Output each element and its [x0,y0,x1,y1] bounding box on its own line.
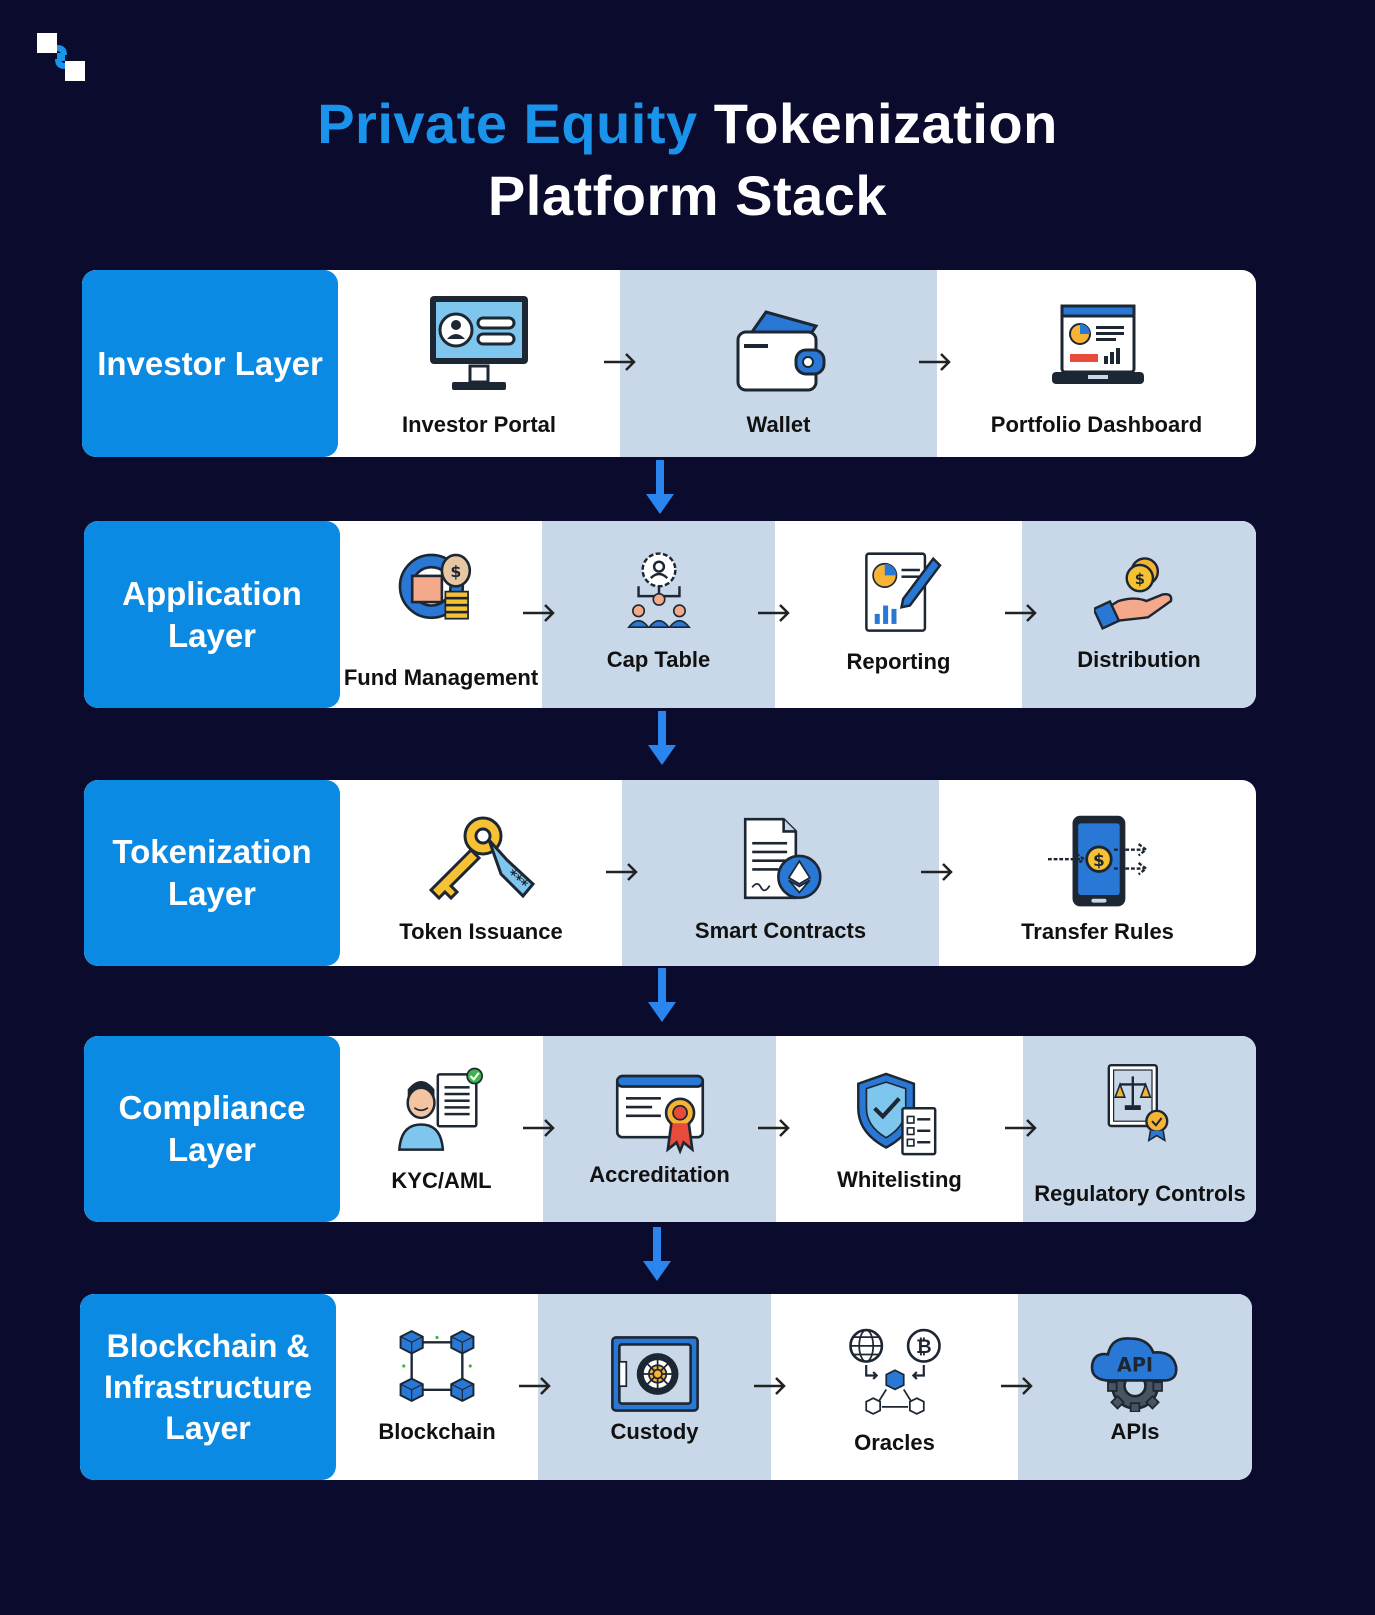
report-chart-icon [864,552,942,632]
arrow-right-icon [1001,1377,1033,1395]
compliance-layer: Compliance Layer KYC/AML [84,1036,1256,1222]
layer-label: Investor Layer [82,270,338,457]
item-label: Custody [610,1419,699,1444]
item-label: Transfer Rules [1021,919,1174,944]
item-label: Reporting [846,649,951,674]
arrow-right-icon [519,1377,551,1395]
phone-dollar-icon: $ [1047,815,1148,907]
distribution-card: $ Distribution [1022,521,1256,708]
arrow-right-icon [758,604,790,622]
contract-ethereum-icon [743,817,822,900]
arrow-right-icon [1005,604,1037,622]
monitor-profile-icon [430,296,528,390]
arrow-down-icon [643,1227,671,1281]
vault-icon [610,1336,699,1412]
cloud-api-icon: API [1090,1337,1178,1412]
svg-text:$: $ [1093,851,1105,871]
layer-label: Compliance Layer [84,1036,340,1222]
arrow-right-icon [921,863,953,881]
transfer-rules-card: $ Transfer Rules [939,780,1256,966]
blockchain-cubes-icon [399,1330,475,1402]
layer-label: Tokenization Layer [84,780,340,966]
arrow-right-icon [754,1377,786,1395]
key-tag-icon: *** [428,816,536,901]
item-label: Accreditation [589,1162,730,1187]
wallet-icon [736,310,825,392]
scales-badge-icon [1107,1064,1169,1142]
page-title: Private Equity Tokenization Platform Sta… [0,88,1375,232]
item-label: Investor Portal [401,412,557,437]
svg-text:₿: ₿ [915,1335,931,1358]
fund-management-card: $ Fund Management [340,521,542,708]
title-rest: Tokenization [713,92,1058,155]
smart-contracts-card: Smart Contracts [622,780,939,966]
arrow-down-icon [646,460,674,514]
svg-text:$: $ [450,562,461,581]
reporting-card: Reporting [775,521,1022,708]
arrow-right-icon [758,1119,790,1137]
item-label: Regulatory Controls [1034,1181,1246,1206]
item-label: Whitelisting [837,1167,962,1192]
tokenization-layer: Tokenization Layer *** Token Issuance [84,780,1256,966]
investor-portal-card: Investor Portal [338,270,620,457]
investor-layer: Investor Layer Investor Portal [82,270,1256,457]
arrow-down-icon [648,968,676,1022]
item-label: Smart Contracts [694,918,867,943]
arrow-right-icon [523,604,555,622]
laptop-dashboard-icon [1051,304,1144,384]
arrow-right-icon [604,353,636,371]
item-label: Portfolio Dashboard [990,412,1203,437]
person-document-icon [397,1067,483,1151]
cap-table-card: Cap Table [542,521,775,708]
custody-card: Custody [538,1294,771,1480]
arrow-right-icon [523,1119,555,1137]
title-accent: Private Equity [317,92,698,155]
whitelisting-card: Whitelisting [776,1036,1023,1222]
regulatory-controls-card: Regulatory Controls [1023,1036,1256,1222]
gear-money-icon: $ [398,553,472,620]
arrow-down-icon [648,711,676,765]
layer-label: Blockchain & Infrastructure Layer [80,1294,336,1480]
arrow-right-icon [919,353,951,371]
item-label: APIs [1110,1419,1160,1444]
item-label: Cap Table [606,647,711,672]
svg-text:$: $ [1135,571,1145,588]
oracles-card: ₿ Oracles [771,1294,1018,1480]
layer-label: Application Layer [84,521,340,708]
item-label: Wallet [746,412,811,437]
hand-coins-icon: $ [1094,557,1173,630]
blockchain-infrastructure-layer: Blockchain & Infrastructure Layer [80,1294,1252,1480]
item-label: Fund Management [343,665,539,690]
apis-card: API APIs [1018,1294,1252,1480]
title-line2: Platform Stack [487,164,888,227]
item-label: Distribution [1077,647,1201,672]
blockchain-card: Blockchain [336,1294,538,1480]
item-label: Oracles [854,1430,935,1455]
org-chart-icon [626,552,691,628]
item-label: Token Issuance [399,919,563,944]
arrow-right-icon [606,863,638,881]
item-label: Blockchain [378,1419,496,1444]
portfolio-dashboard-card: Portfolio Dashboard [937,270,1256,457]
wallet-card: Wallet [620,270,937,457]
certificate-icon [615,1074,704,1155]
shield-checklist-icon [856,1072,936,1156]
svg-text:API: API [1117,1354,1153,1377]
kyc-aml-card: KYC/AML [340,1036,543,1222]
globe-bitcoin-network-icon: ₿ [848,1328,941,1415]
brand-logo-icon [37,33,85,81]
application-layer: Application Layer $ Fund Management [84,521,1256,708]
item-label: KYC/AML [391,1168,492,1193]
accreditation-card: Accreditation [543,1036,776,1222]
arrow-right-icon [1005,1119,1037,1137]
token-issuance-card: *** Token Issuance [340,780,622,966]
